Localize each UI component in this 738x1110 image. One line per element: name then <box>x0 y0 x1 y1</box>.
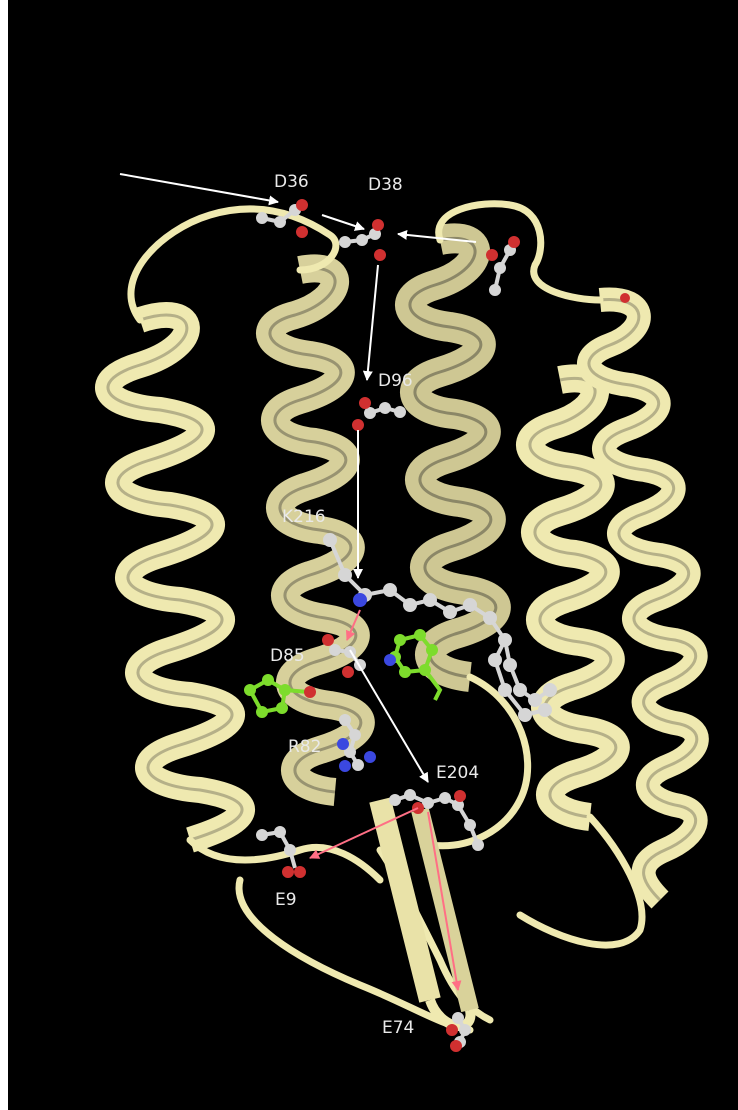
arrow-entry-to-d36 <box>120 174 278 202</box>
arrow-d36-to-d38 <box>322 215 364 229</box>
label-e204: E204 <box>436 763 479 783</box>
residue-d96-sidechain <box>354 399 404 429</box>
label-d85: D85 <box>270 646 305 666</box>
arrow-d38-to-d96 <box>367 265 378 380</box>
label-e74: E74 <box>382 1018 414 1038</box>
helix-a <box>108 315 242 840</box>
label-e9: E9 <box>275 890 297 910</box>
label-d38: D38 <box>368 175 403 195</box>
beta-hairpin <box>380 800 470 1026</box>
label-d96: D96 <box>378 371 413 391</box>
label-k216: K216 <box>282 507 326 527</box>
label-r82: R82 <box>288 737 321 757</box>
label-d36: D36 <box>274 172 309 192</box>
residue-d38-sidechain <box>341 221 384 259</box>
helix-e <box>589 300 697 900</box>
